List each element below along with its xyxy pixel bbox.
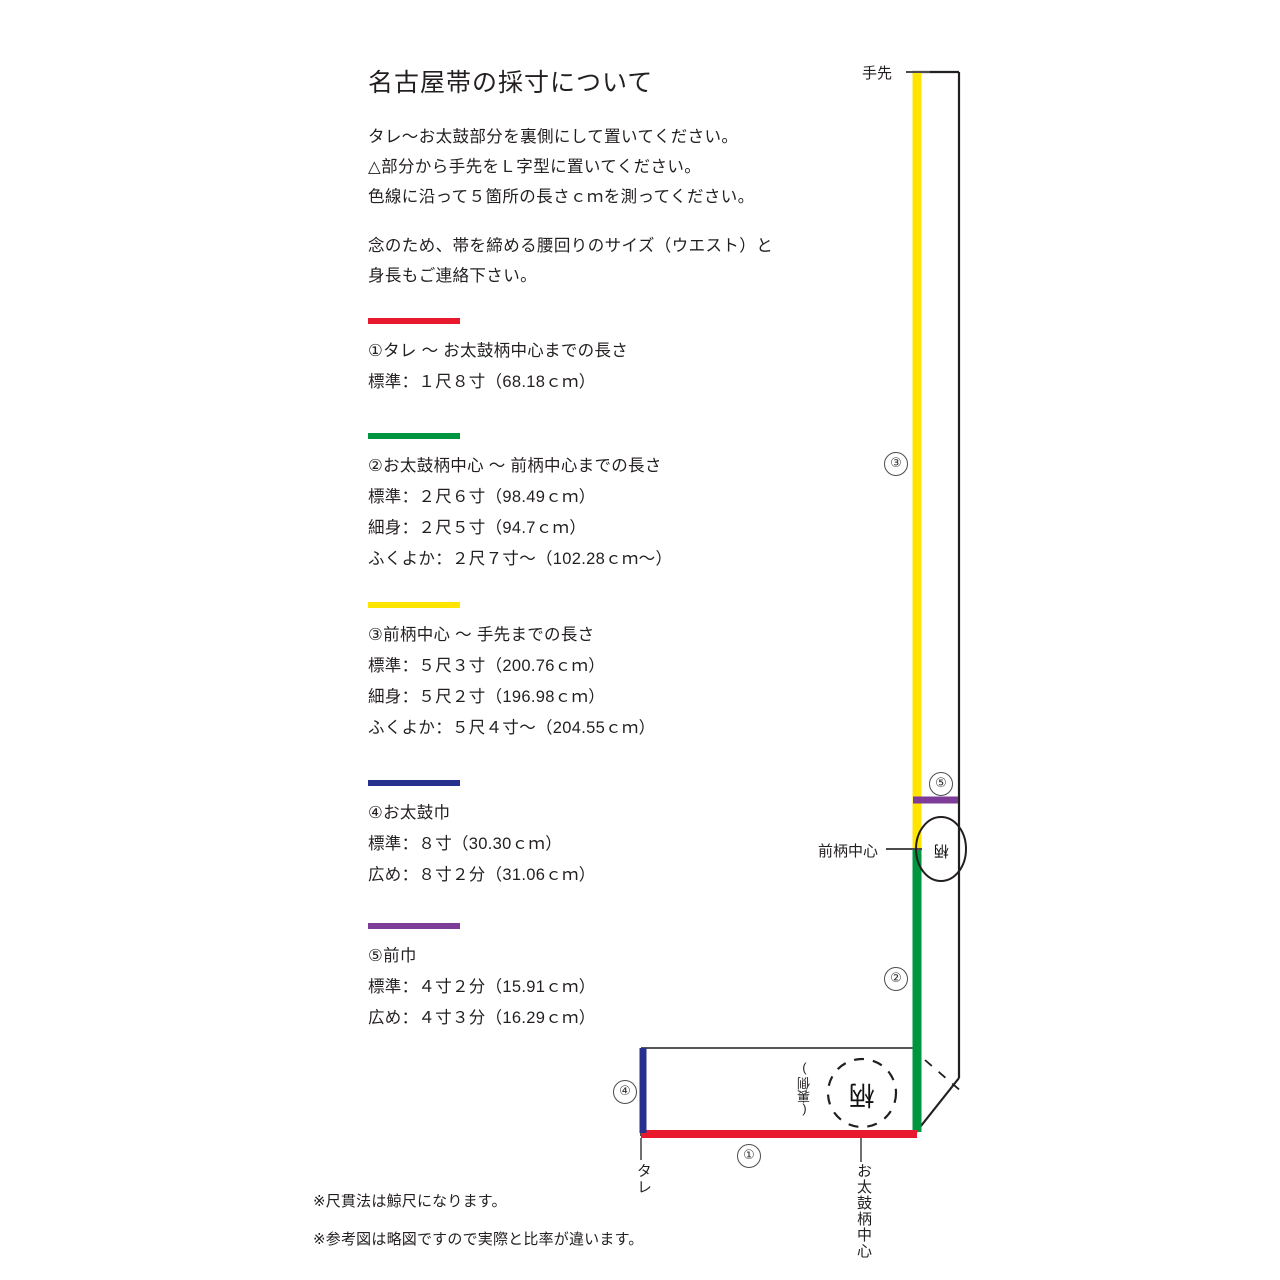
intro-block: タレ〜お太鼓部分を裏側にして置いてください。 △部分から手先をＬ字型に置いてくだ… [368, 122, 838, 212]
diagram-marker-5: ⑤ [929, 772, 953, 796]
diagram-marker-1: ① [737, 1144, 761, 1168]
color-swatch-red [368, 318, 460, 324]
front-pattern-ellipse [915, 816, 967, 882]
section-row: 広め：８寸２分（31.06ｃｍ） [368, 866, 596, 884]
section-heading: ④お太鼓巾 [368, 804, 451, 822]
label-maegara-center: 前柄中心 [818, 843, 879, 860]
intro-line: 念のため、帯を締める腰回りのサイズ（ウエスト）と [368, 237, 774, 255]
intro-line: タレ〜お太鼓部分を裏側にして置いてください。 [368, 128, 739, 146]
section-row: 標準：４寸２分（15.91ｃｍ） [368, 978, 596, 996]
measure-section-3: ③前柄中心 〜 手先までの長さ 標準：５尺３寸（200.76ｃｍ） 細身：５尺２… [368, 602, 808, 744]
section-row: 標準：１尺８寸（68.18ｃｍ） [368, 373, 596, 391]
measure-section-2: ②お太鼓柄中心 〜 前柄中心までの長さ 標準：２尺６寸（98.49ｃｍ） 細身：… [368, 433, 808, 575]
section-heading: ⑤前巾 [368, 947, 417, 965]
footnote: ※尺貫法は鯨尺になります。 [313, 1193, 507, 1210]
page-title: 名古屋帯の採寸について [368, 69, 654, 97]
intro-secondary-block: 念のため、帯を締める腰回りのサイズ（ウエスト）と 身長もご連絡下さい。 [368, 231, 838, 291]
measure-section-1: ①タレ 〜 お太鼓柄中心までの長さ 標準：１尺８寸（68.18ｃｍ） [368, 318, 808, 398]
diagram-marker-3: ③ [884, 452, 908, 476]
section-heading: ③前柄中心 〜 手先までの長さ [368, 626, 595, 644]
label-tare: タレ [635, 1163, 652, 1195]
section-row: 標準：８寸（30.30ｃｍ） [368, 835, 562, 853]
color-swatch-yellow [368, 602, 460, 608]
intro-line: △部分から手先をＬ字型に置いてください。 [368, 158, 702, 176]
diagram-marker-4: ④ [613, 1080, 637, 1104]
label-otaiko-pattern-center: お太鼓柄中心 [855, 1163, 872, 1259]
back-side-caption: (裏側) [797, 1062, 812, 1118]
section-row: 細身：２尺５寸（94.7ｃｍ） [368, 519, 587, 537]
measure-section-5: ⑤前巾 標準：４寸２分（15.91ｃｍ） 広め：４寸３分（16.29ｃｍ） [368, 923, 808, 1034]
color-swatch-purple [368, 923, 460, 929]
section-row: 細身：５尺２寸（196.98ｃｍ） [368, 688, 606, 706]
otaiko-pattern-label: 柄 [849, 1080, 876, 1110]
color-swatch-blue [368, 780, 460, 786]
intro-line: 色線に沿って５箇所の長さｃｍを測ってください。 [368, 188, 755, 206]
section-row: 広め：４寸３分（16.29ｃｍ） [368, 1009, 596, 1027]
label-tesaki: 手先 [862, 65, 893, 82]
measure-section-4: ④お太鼓巾 標準：８寸（30.30ｃｍ） 広め：８寸２分（31.06ｃｍ） [368, 780, 808, 891]
section-heading: ②お太鼓柄中心 〜 前柄中心までの長さ [368, 457, 662, 475]
section-row: ふくよか：２尺７寸〜（102.28ｃｍ〜） [368, 550, 673, 568]
section-heading: ①タレ 〜 お太鼓柄中心までの長さ [368, 342, 629, 360]
footnote: ※参考図は略図ですので実際と比率が違います。 [313, 1231, 644, 1248]
section-row: 標準：２尺６寸（98.49ｃｍ） [368, 488, 596, 506]
section-row: ふくよか：５尺４寸〜（204.55ｃｍ） [368, 719, 656, 737]
intro-line: 身長もご連絡下さい。 [368, 267, 537, 285]
front-pattern-label: 柄 [934, 842, 950, 859]
color-swatch-green [368, 433, 460, 439]
diagram-marker-2: ② [884, 967, 908, 991]
otaiko-pattern-circle [826, 1057, 898, 1129]
section-row: 標準：５尺３寸（200.76ｃｍ） [368, 657, 606, 675]
